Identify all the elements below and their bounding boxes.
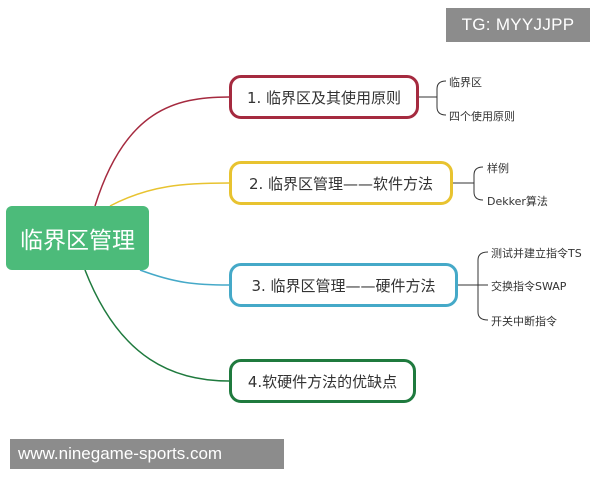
branch-node-4[interactable]: 4.软硬件方法的优缺点 [229, 359, 416, 403]
connector-root-branch-3 [139, 269, 230, 286]
branch-node-1[interactable]: 1. 临界区及其使用原则 [229, 75, 419, 119]
connector-branch-1-children [419, 80, 447, 116]
leaf-node[interactable]: 临界区 [449, 76, 482, 89]
leaf-node[interactable]: 交换指令SWAP [491, 280, 567, 293]
connector-branch-3-children [458, 251, 489, 321]
leaf-node[interactable]: 开关中断指令 [491, 315, 557, 328]
branch-node-2[interactable]: 2. 临界区管理——软件方法 [229, 161, 453, 205]
connector-branch-2-children [453, 166, 484, 201]
leaf-node[interactable]: 四个使用原则 [449, 110, 515, 123]
connector-root-branch-4 [84, 269, 230, 382]
leaf-node[interactable]: 样例 [487, 162, 509, 175]
leaf-node[interactable]: 测试并建立指令TS [491, 247, 582, 260]
watermark-top: TG: MYYJJPP [446, 8, 590, 42]
root-node[interactable]: 临界区管理 [6, 206, 149, 270]
leaf-node[interactable]: Dekker算法 [487, 195, 548, 208]
branch-node-3[interactable]: 3. 临界区管理——硬件方法 [229, 263, 458, 307]
connector-root-branch-1 [94, 96, 230, 207]
watermark-bottom: www.ninegame-sports.com [10, 439, 284, 469]
connector-root-branch-2 [109, 182, 230, 207]
